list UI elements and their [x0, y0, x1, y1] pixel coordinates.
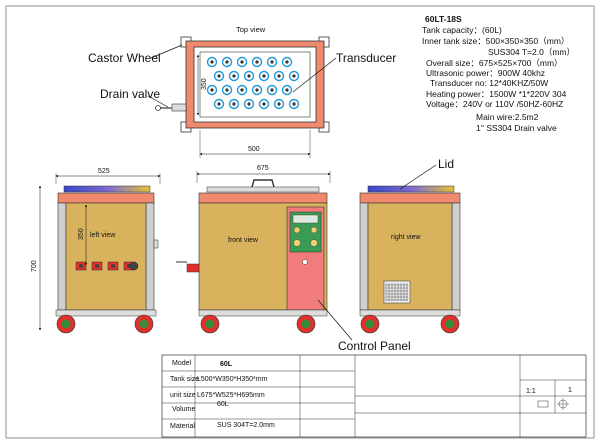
top-frame [359, 192, 461, 204]
dim-overall-height: 700 [31, 260, 38, 272]
control-knob [293, 239, 301, 247]
transducer-icon [228, 98, 240, 110]
connector-row [75, 261, 139, 271]
right-view: right view [359, 185, 461, 334]
tb-value: L675*W525*H695mm [197, 392, 265, 399]
title-block: Model 60L Tank size L500*W350*H350*mm un… [161, 354, 587, 438]
lid-label: Lid [438, 157, 454, 171]
model-title: 60LT-18S [425, 14, 462, 24]
castor-wheel-label: Castor Wheel [88, 51, 161, 65]
spec-line: Voltage：240V or 110V /50HZ-60HZ [426, 99, 563, 109]
transducer-icon [228, 70, 240, 82]
tb-label: Tank size [170, 376, 199, 383]
spec-line: Heating power：1500W *1*220V 304 [426, 89, 567, 99]
dim-top-height: 350 [201, 78, 208, 90]
spec-line: Tank capacity：(60L) [422, 25, 502, 35]
transducer-grid [206, 56, 300, 110]
drain-valve-leader [147, 95, 169, 108]
transducer-icon [281, 56, 293, 68]
right-view-label: right view [391, 234, 422, 241]
dim-top-width: 500 [248, 146, 260, 153]
transducer-icon [221, 84, 233, 96]
transducer-icon [258, 98, 270, 110]
top-frame [198, 192, 328, 204]
top-view: Top view 350 500 [155, 25, 330, 158]
transducer-icon [266, 84, 278, 96]
connector-icon [107, 261, 119, 271]
transducer-icon [243, 98, 255, 110]
top-view-label: Top view [236, 25, 266, 34]
spec-line: Overall size：675×525×700（mm） [426, 58, 563, 68]
power-socket-icon [129, 261, 139, 271]
spec-line: SUS304 T=2.0（mm） [488, 47, 575, 57]
drain-valve-label: Drain valve [100, 87, 160, 101]
drawing-border [5, 5, 595, 439]
transducer-icon [213, 70, 225, 82]
transducer-icon [281, 84, 293, 96]
transducer-leader [292, 57, 337, 93]
transducer-label: Transducer [336, 51, 396, 65]
dim-front-width: 675 [257, 165, 269, 172]
transducer-icon [288, 98, 300, 110]
tb-label: Material [170, 423, 195, 430]
front-view: 675 front view [176, 165, 331, 334]
transducer-icon [206, 84, 218, 96]
tb-value: 60L [220, 361, 233, 368]
spec-line: Main wire:2.5m2 [476, 112, 539, 122]
transducer-icon [273, 98, 285, 110]
connector-icon [91, 261, 103, 271]
transducer-icon [288, 70, 300, 82]
transducer-icon [213, 98, 225, 110]
spec-line: 1'' SS304 Drain valve [476, 123, 557, 133]
drain-valve [186, 263, 200, 273]
drain-valve-body [171, 103, 187, 112]
transducer-icon [258, 70, 270, 82]
tb-label: Model [172, 360, 192, 367]
tb-value: L500*W350*H350*mm [197, 376, 268, 383]
ventilation-grille [383, 280, 411, 304]
lid [367, 185, 455, 193]
control-panel-leader [317, 299, 353, 341]
transducer-icon [243, 70, 255, 82]
lid [206, 186, 320, 193]
control-knob [310, 226, 318, 234]
spec-line: Transducer no: 12*40KHZ/50W [430, 78, 548, 88]
tb-label: Volume [172, 406, 195, 413]
lid-handle [251, 179, 275, 188]
projection-symbol [537, 400, 549, 408]
control-knob [293, 226, 301, 234]
transducer-icon [273, 70, 285, 82]
transducer-icon [266, 56, 278, 68]
transducer-icon [221, 56, 233, 68]
connector-icon [75, 261, 87, 271]
tb-label: unit size [170, 392, 196, 399]
top-frame [57, 192, 155, 204]
left-body [65, 202, 147, 311]
transducer-icon [236, 56, 248, 68]
left-view: 525 left view 350 700 [31, 168, 161, 334]
castor-wheel-leader [150, 44, 183, 59]
front-view-label: front view [228, 237, 259, 244]
left-view-label: left view [90, 232, 116, 239]
tb-sheet: 1 [568, 387, 572, 394]
tb-scale: 1:1 [526, 388, 536, 395]
transducer-icon [236, 84, 248, 96]
control-knob [310, 239, 318, 247]
transducer-icon [251, 84, 263, 96]
dim-tank-height: 350 [78, 228, 85, 240]
control-panel-label: Control Panel [338, 339, 411, 353]
lid-leader [399, 164, 437, 190]
tb-value: 60L [217, 401, 229, 408]
spec-block: 60LT-18S Tank capacity：(60L) Inner tank … [422, 14, 575, 133]
spec-line: Inner tank size：500×350×350（mm） [422, 36, 569, 46]
transducer-icon [251, 56, 263, 68]
spec-line: Ultrasonic power：900W 40khz [426, 68, 545, 78]
dim-left-width: 525 [98, 168, 110, 175]
transducer-icon [206, 56, 218, 68]
tb-value: SUS 304T=2.0mm [217, 422, 275, 429]
lid [63, 185, 151, 193]
